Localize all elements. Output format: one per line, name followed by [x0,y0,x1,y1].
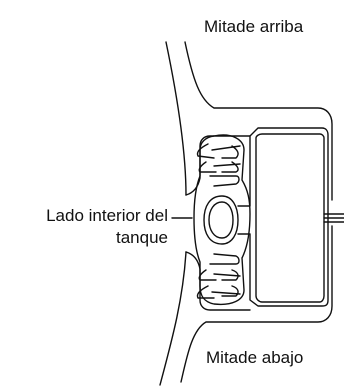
inner-side-label-line1: Lado interior del [46,206,168,225]
clamp-inner-body [255,133,325,303]
upper-half-profile [184,41,333,201]
gasket-lower-fins [196,253,241,299]
gasket-upper-fins [196,143,241,187]
rod [323,213,344,223]
gasket-upper-fins-right [221,145,239,173]
upper-half-label: Mitade arriba [204,17,304,36]
lower-half-inner-step [185,251,251,311]
inner-side-label: Lado interior del tanque [46,205,168,249]
upper-half-outer-wall [165,41,187,196]
lower-half-label: Mitade abajo [206,348,304,367]
gasket-lower-fins-right [221,269,239,297]
lower-half-profile [180,225,333,383]
clamp-frame [237,127,329,307]
inner-side-label-line2: tanque [116,228,168,247]
gasket-hollow [203,195,239,245]
gasket-hollow-inner [208,201,234,239]
lower-half-outer-wall [159,251,187,386]
gasket-outer [193,134,251,306]
